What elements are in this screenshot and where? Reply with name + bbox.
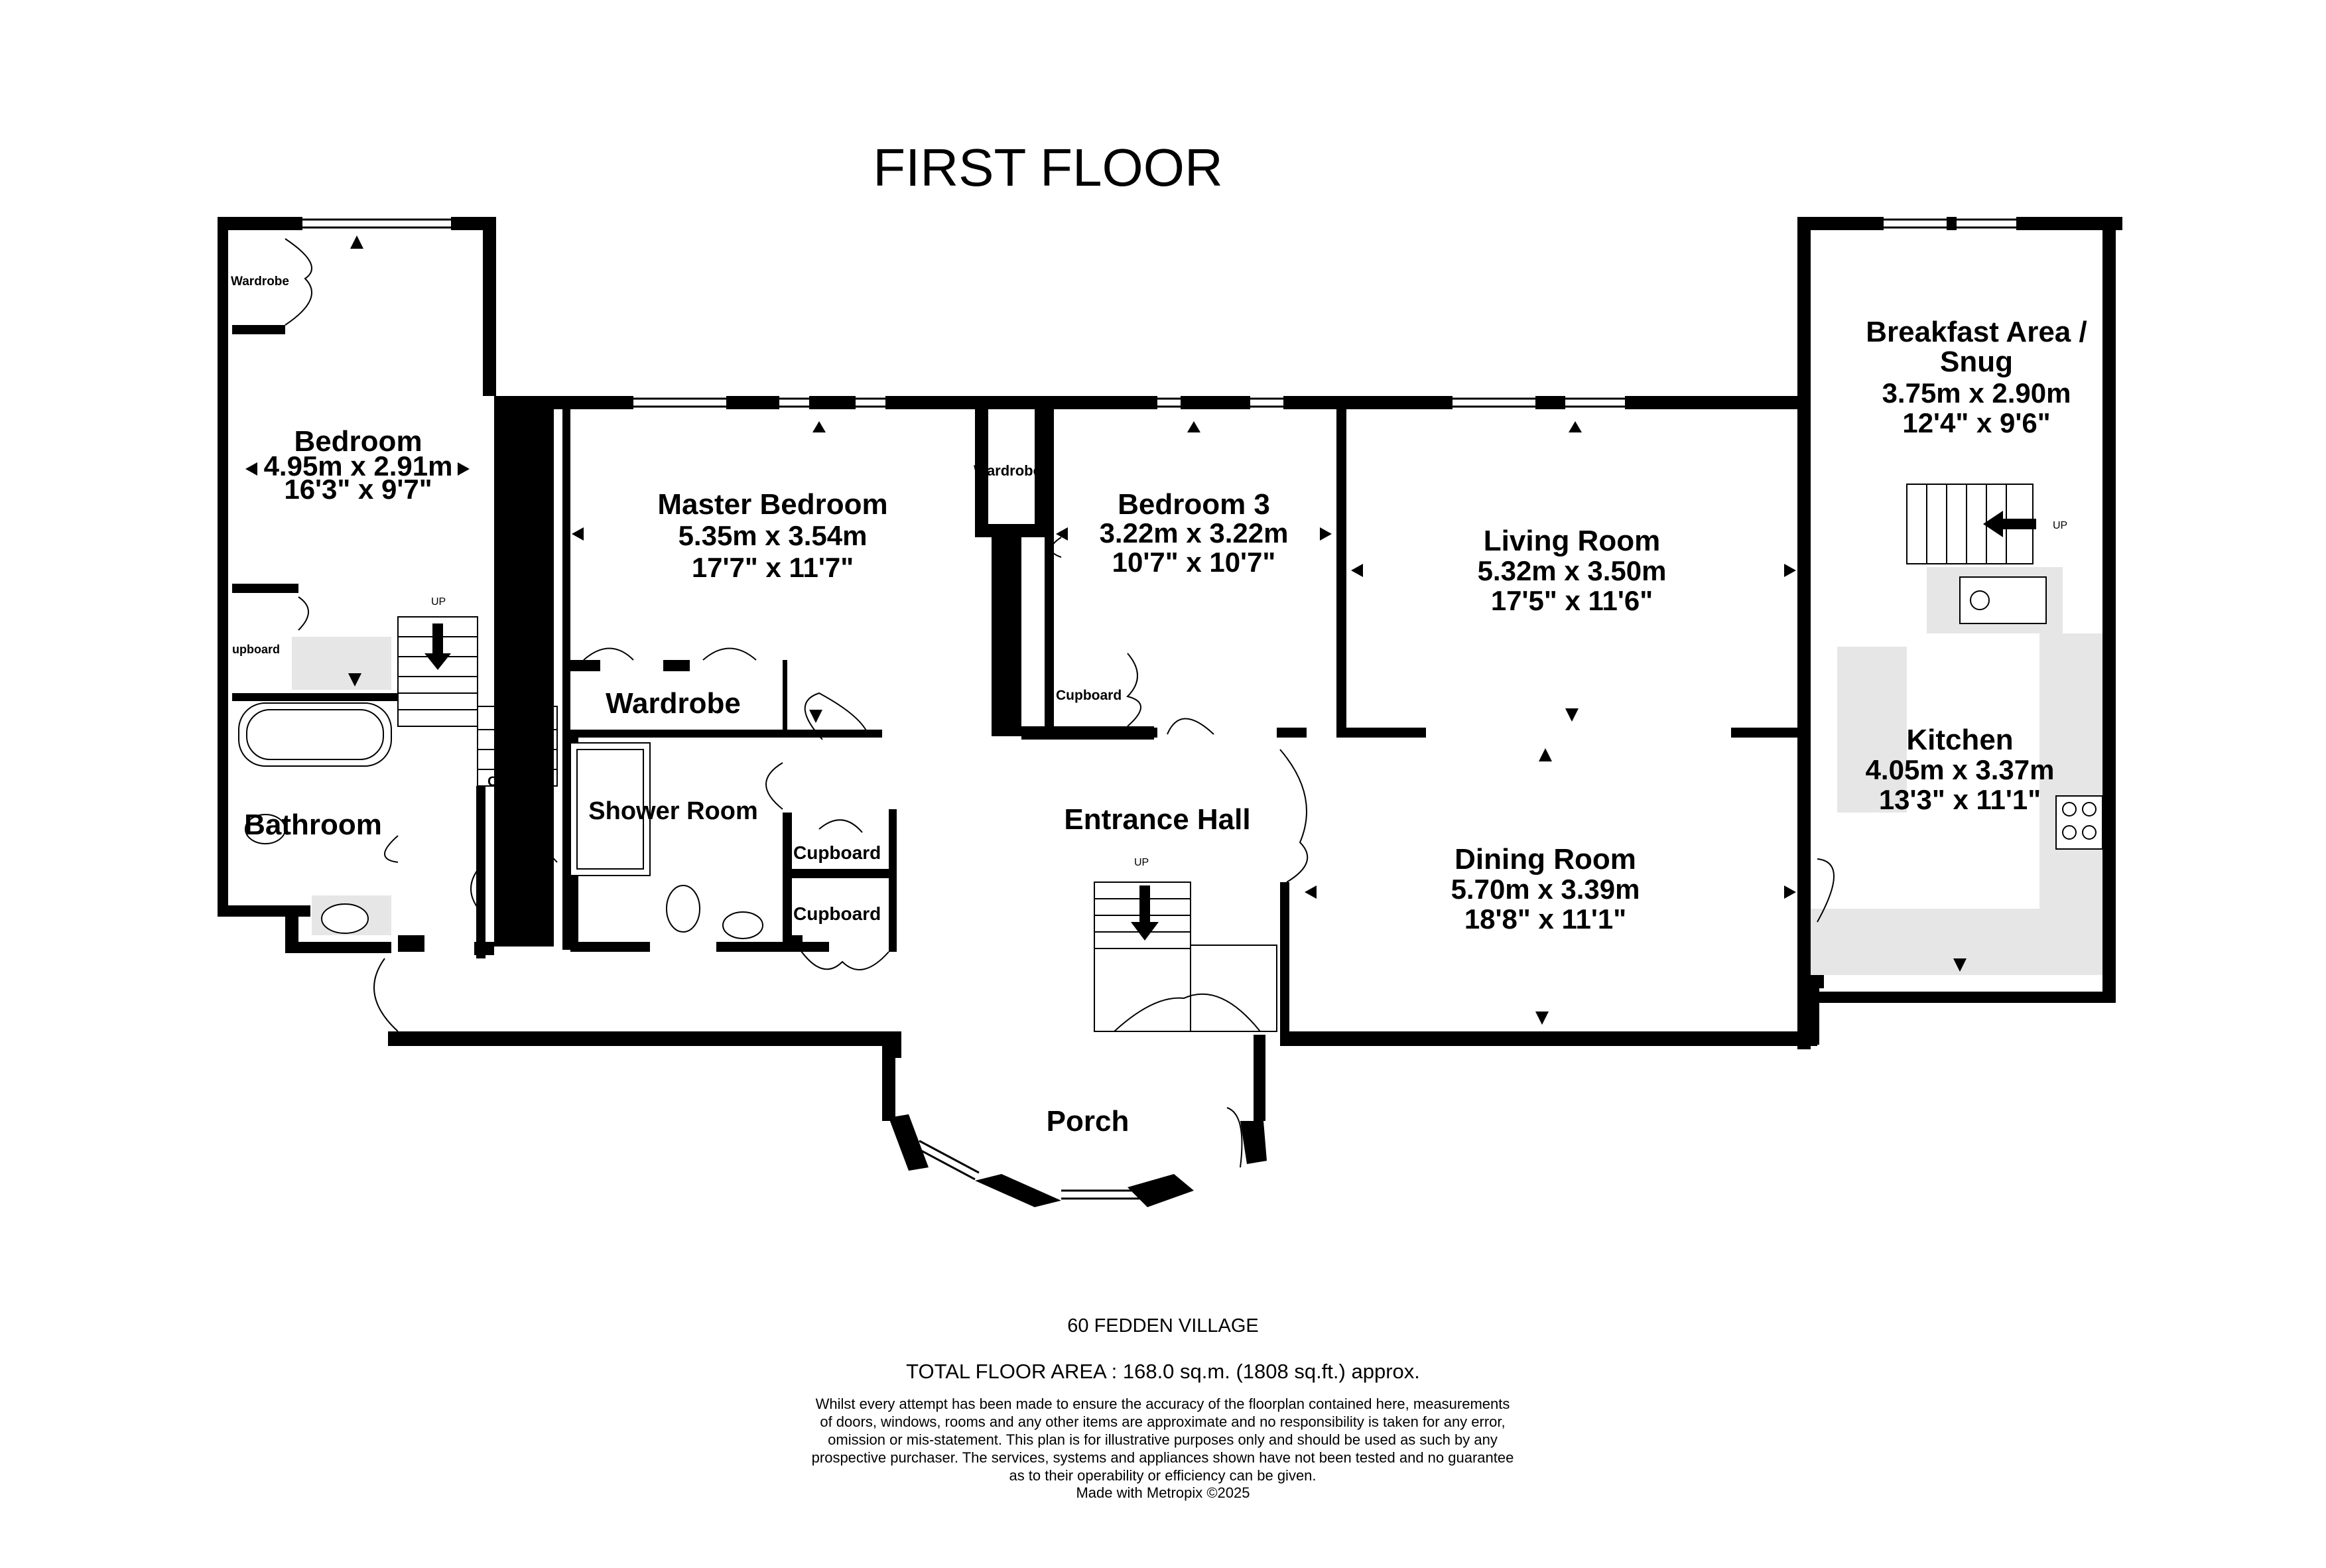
living-room-metric: 5.32m x 3.50m: [1478, 555, 1667, 586]
wardrobe-small-master: Wardrobe: [974, 462, 1041, 479]
bedroom3-metric: 3.22m x 3.22m: [1100, 517, 1289, 549]
disclaimer: Whilst every attempt has been made to en…: [732, 1395, 1594, 1484]
disclaimer-line: omission or mis-statement. This plan is …: [828, 1431, 1498, 1448]
fixtures: [238, 576, 2103, 939]
entrance-hall-name: Entrance Hall: [1064, 803, 1250, 836]
living-room-name: Living Room: [1484, 525, 1660, 557]
master-bedroom-imperial: 17'7" x 11'7": [692, 552, 854, 583]
shower-room-name: Shower Room: [588, 797, 757, 825]
cupboard-left-cut: upboard: [232, 643, 280, 656]
doors: [285, 238, 1835, 1168]
page-title: FIRST FLOOR: [873, 138, 1222, 197]
cupboard-stair: Cupboard: [487, 774, 553, 789]
breakfast-metric: 3.75m x 2.90m: [1882, 377, 2071, 409]
cupboard-shower-upper: Cupboard: [793, 842, 881, 863]
room-labels: Bedroom 4.95m x 2.91m 16'3" x 9'7" Maste…: [244, 316, 2087, 1138]
kitchen-name: Kitchen: [1906, 724, 2013, 756]
bedroom3-imperial: 10'7" x 10'7": [1112, 547, 1276, 578]
disclaimer-line: as to their operability or efficiency ca…: [1009, 1467, 1317, 1484]
up-label-hall: UP: [1134, 857, 1149, 868]
up-label-kitchen: UP: [2053, 520, 2067, 531]
kitchen-imperial: 13'3" x 11'1": [1879, 784, 2041, 815]
dining-room-metric: 5.70m x 3.39m: [1451, 874, 1640, 905]
living-room-imperial: 17'5" x 11'6": [1491, 585, 1653, 616]
dining-room-name: Dining Room: [1454, 843, 1636, 876]
bedroom3-name: Bedroom 3: [1118, 488, 1270, 521]
up-label-left: UP: [431, 596, 446, 608]
disclaimer-line: Whilst every attempt has been made to en…: [815, 1396, 1510, 1412]
master-bedroom-metric: 5.35m x 3.54m: [678, 520, 868, 551]
master-bedroom-name: Master Bedroom: [657, 488, 887, 521]
breakfast-name-line1: Breakfast Area /: [1866, 316, 2087, 348]
breakfast-name-line2: Snug: [1940, 346, 2013, 378]
stair-arrows: [424, 511, 2036, 941]
small-labels: Wardrobe Wardrobe upboard Cupboard Cupbo…: [231, 275, 2067, 924]
disclaimer-line: of doors, windows, rooms and any other i…: [820, 1413, 1506, 1430]
bathroom-floor: [292, 637, 391, 690]
property-address: 60 FEDDEN VILLAGE: [1067, 1315, 1259, 1337]
windows: [302, 218, 2016, 1200]
wardrobe-large-label: Wardrobe: [606, 687, 741, 720]
cupboard-shower-lower: Cupboard: [793, 903, 881, 924]
disclaimer-line: prospective purchaser. The services, sys…: [811, 1449, 1514, 1466]
wardrobe-small-left: Wardrobe: [231, 275, 289, 289]
dimension-arrows: [245, 235, 1967, 1025]
bedroom-name: Bedroom: [294, 425, 422, 458]
bedroom-imperial: 16'3" x 9'7": [284, 474, 432, 505]
metropix-credit: Made with Metropix ©2025: [1076, 1484, 1250, 1501]
porch-name: Porch: [1047, 1105, 1130, 1138]
bedroom-metric: 4.95m x 2.91m: [264, 450, 453, 482]
walls: [218, 217, 2122, 1207]
dining-room-imperial: 18'8" x 11'1": [1464, 903, 1626, 935]
kitchen-metric: 4.05m x 3.37m: [1866, 754, 2055, 785]
total-floor-area: TOTAL FLOOR AREA : 168.0 sq.m. (1808 sq.…: [906, 1360, 1420, 1383]
breakfast-imperial: 12'4" x 9'6": [1902, 407, 2050, 438]
bathroom-name: Bathroom: [244, 809, 382, 841]
cupboard-bedroom3: Cupboard: [1056, 688, 1122, 703]
